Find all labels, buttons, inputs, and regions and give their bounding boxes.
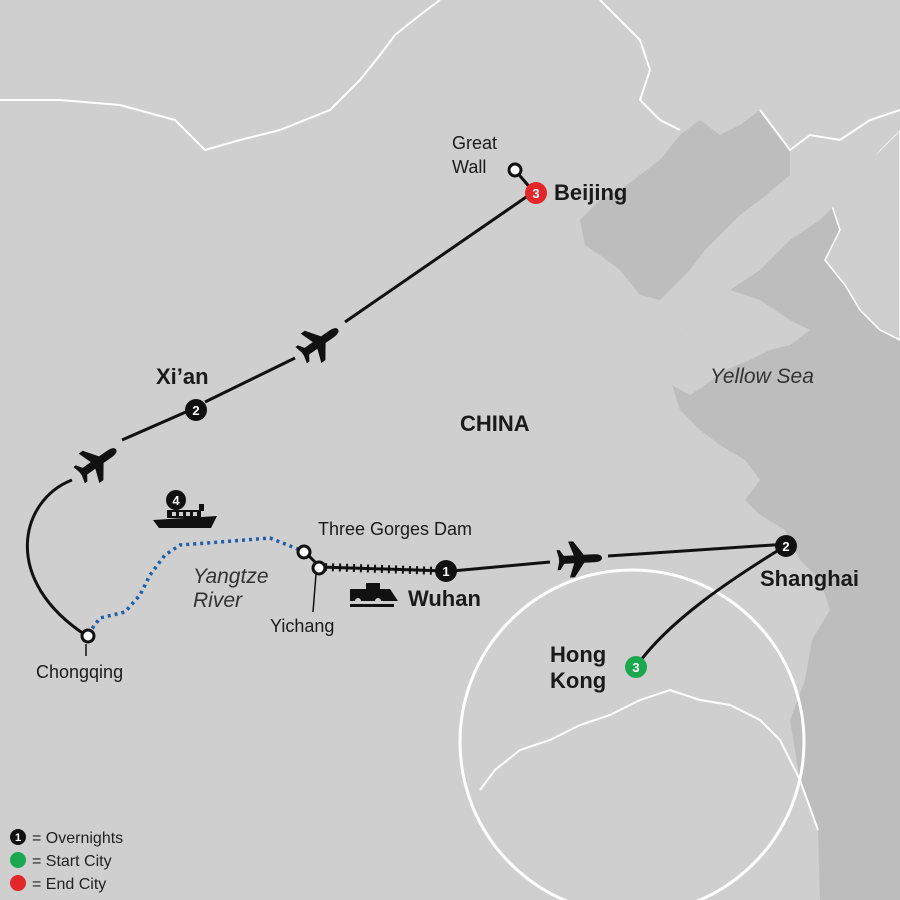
route-xian-flight: [121, 406, 196, 442]
yichang-label: Yichang: [270, 616, 334, 636]
chongqing-marker: [80, 628, 96, 644]
route-train-ties: [324, 563, 441, 575]
legend-end-text: = End City: [32, 876, 106, 893]
great-wall-label-1: Great: [452, 133, 497, 153]
beijing-label: Beijing: [554, 180, 627, 205]
airplane-icon: [73, 448, 117, 484]
shanghai-marker: [775, 535, 797, 557]
route-chongqing-xian: [25, 478, 88, 638]
border-coast-south: [479, 688, 819, 831]
airplane-icon: [295, 328, 339, 364]
chongqing-label: Chongqing: [36, 662, 123, 682]
xian-nights: 2: [192, 403, 199, 418]
legend-end-marker: [10, 875, 26, 891]
yichang-marker: [311, 560, 327, 576]
route-shanghai-hongkong: [636, 546, 783, 665]
wuhan-nights: 1: [442, 564, 449, 579]
legend-overnights-marker: [10, 829, 26, 845]
country-label: CHINA: [460, 411, 530, 436]
route-river-cruise: [86, 536, 301, 636]
airplane-icon: [556, 541, 602, 578]
route-xian-beijing: [204, 191, 533, 404]
cruise-overnights-marker: [166, 490, 186, 510]
sea: [580, 0, 900, 900]
border-korea: [759, 109, 900, 152]
great-wall-marker: [507, 162, 523, 178]
shandong: [672, 290, 810, 395]
three-gorges-marker: [296, 544, 312, 560]
liaodong: [690, 0, 900, 290]
yellow-sea-label: Yellow Sea: [710, 365, 814, 388]
beijing-marker: [525, 182, 547, 204]
three-gorges-label: Three Gorges Dam: [318, 519, 472, 539]
border-northeast: [599, 0, 681, 131]
great-wall-label-2: Wall: [452, 157, 486, 177]
legend-start-text: = Start City: [32, 853, 112, 870]
hong-kong-label-2: Kong: [550, 668, 606, 693]
hong-kong-marker: [625, 656, 647, 678]
border-north: [0, 0, 441, 152]
wuhan-label: Wuhan: [408, 586, 481, 611]
wuhan-marker: [435, 560, 457, 582]
route-wuhan-shanghai: [451, 542, 789, 573]
yangtze-label-2: River: [193, 589, 243, 612]
hong-kong-nights: 3: [632, 660, 639, 675]
ship-icon: [153, 504, 217, 528]
xian-label: Xi’an: [156, 364, 209, 389]
yangtze-label-1: Yangtze: [193, 565, 269, 588]
zoom-circle: [458, 568, 806, 900]
xian-marker: [185, 399, 207, 421]
legend-overnights-number: 1: [15, 832, 21, 844]
beijing-nights: 3: [532, 186, 539, 201]
legend-overnights-text: = Overnights: [32, 830, 123, 847]
shanghai-label: Shanghai: [760, 566, 859, 591]
legend-start-marker: [10, 852, 26, 868]
route-train: [319, 565, 447, 573]
legend: 1 = Overnights = Start City = End City: [10, 829, 123, 893]
yichang-leader: [312, 573, 317, 613]
shanghai-nights: 2: [782, 539, 789, 554]
cruise-overnights-number: 4: [172, 493, 180, 508]
train-icon: [350, 583, 398, 607]
hong-kong-label-1: Hong: [550, 642, 606, 667]
